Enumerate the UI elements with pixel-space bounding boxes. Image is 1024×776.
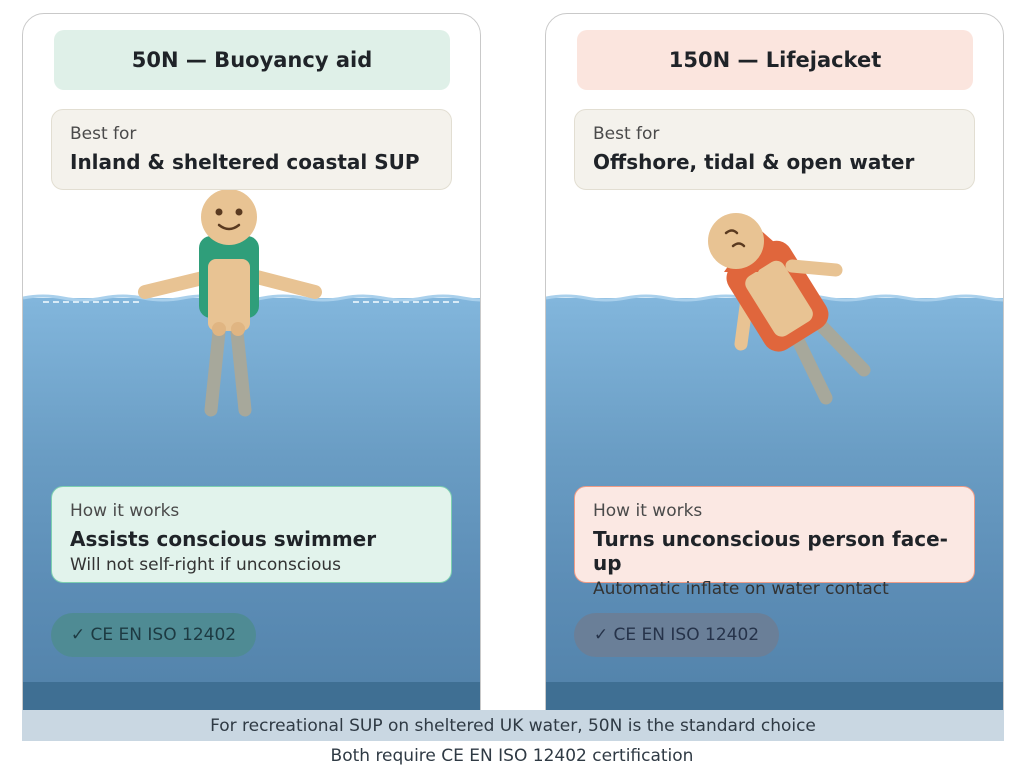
best-for-value: Offshore, tidal & open water (593, 150, 915, 174)
card-title: 50N — Buoyancy aid (54, 30, 450, 90)
best-for-label: Best for (593, 124, 660, 144)
best-for-value: Inland & sheltered coastal SUP (70, 150, 420, 174)
certification-badge: ✓ CE EN ISO 12402 (574, 613, 779, 657)
footer-certification-note: Both require CE EN ISO 12402 certificati… (330, 746, 694, 766)
how-it-works-value: Assists conscious swimmer (70, 527, 377, 551)
how-it-works-box: How it works Turns unconscious person fa… (574, 486, 975, 599)
how-it-works-label: How it works (70, 501, 180, 521)
how-it-works-box: How it works Assists conscious swimmer W… (51, 486, 452, 583)
floating-person-face-up (546, 213, 1003, 405)
floating-person-upright (23, 189, 480, 417)
best-for-box: Best for Offshore, tidal & open water (574, 109, 975, 190)
how-it-works-value: Turns unconscious person face-up (593, 527, 948, 575)
footer-recommendation: For recreational SUP on sheltered UK wat… (22, 710, 1004, 741)
best-for-box: Best for Inland & sheltered coastal SUP (51, 109, 452, 190)
how-it-works-label: How it works (593, 501, 703, 521)
how-it-works-note: Automatic inflate on water contact (593, 579, 889, 599)
card-title: 150N — Lifejacket (577, 30, 973, 90)
best-for-label: Best for (70, 124, 137, 144)
buoyancy-aid-card: 50N — Buoyancy aid Best for Inland & she… (22, 13, 481, 741)
how-it-works-note: Will not self-right if unconscious (70, 555, 341, 575)
lifejacket-card: 150N — Lifejacket Best for Offshore, tid… (545, 13, 1004, 741)
certification-badge: ✓ CE EN ISO 12402 (51, 613, 256, 657)
